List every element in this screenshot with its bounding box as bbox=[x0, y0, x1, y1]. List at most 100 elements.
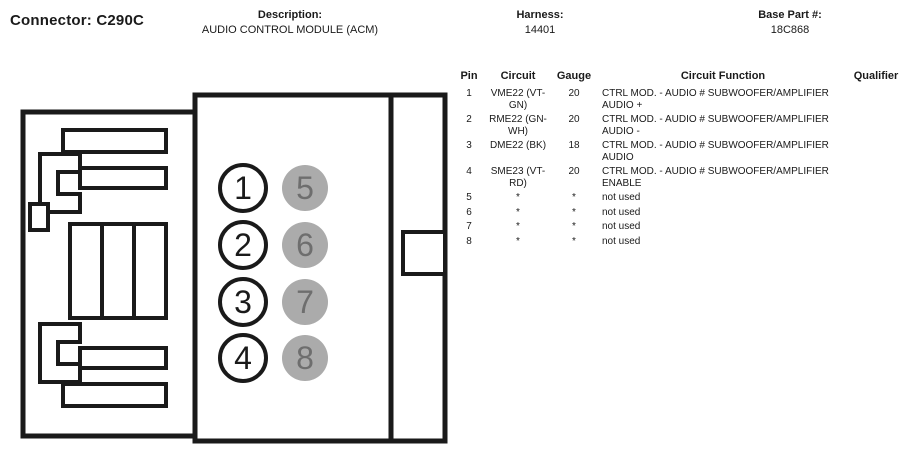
pin-cell: 1 bbox=[466, 88, 472, 99]
harness-value: 14401 bbox=[524, 24, 556, 36]
base-part-block: Base Part #: 18C868 bbox=[715, 9, 865, 36]
pin-6-circle bbox=[282, 222, 328, 268]
pinout-table: Pin Circuit Gauge Circuit Function Quali… bbox=[452, 70, 910, 250]
circuit-cell: RME22 (GN-WH) bbox=[489, 114, 547, 137]
pin-6: 6 bbox=[282, 222, 328, 268]
pin-cell: 8 bbox=[466, 235, 472, 247]
pin-5-number: 5 bbox=[296, 170, 314, 206]
housing-right-notch bbox=[401, 230, 447, 276]
table-row: 5 * * not used bbox=[452, 192, 910, 204]
pin-8-number: 8 bbox=[296, 340, 314, 376]
pin-1-number: 1 bbox=[234, 170, 252, 206]
gauge-cell: * bbox=[572, 206, 576, 218]
header-pin: Pin bbox=[460, 70, 478, 82]
latch-upper-bracket bbox=[38, 152, 82, 214]
function-cell: not used bbox=[602, 235, 641, 247]
pin-5: 5 bbox=[282, 165, 328, 211]
pin-1: 1 bbox=[218, 163, 268, 213]
description-label: Description: bbox=[257, 9, 323, 21]
header-qualifier: Qualifier bbox=[853, 70, 899, 82]
pin-3: 3 bbox=[218, 277, 268, 327]
qualifier-cell bbox=[848, 114, 904, 137]
housing-main-outline bbox=[192, 92, 394, 444]
qualifier-cell bbox=[848, 236, 904, 248]
table-row: 1 VME22 (VT-GN) 20 CTRL MOD. - AUDIO # SUBW… bbox=[452, 88, 910, 111]
pin-7-number: 7 bbox=[296, 284, 314, 320]
function-cell: CTRL MOD. - AUDIO # SUBWOOFER/AMPLIFIER … bbox=[602, 88, 829, 111]
pin-6-number: 6 bbox=[296, 227, 314, 263]
table-row: 7 * * not used bbox=[452, 221, 910, 233]
table-row: 2 RME22 (GN-WH) 20 CTRL MOD. - AUDIO # SUBW… bbox=[452, 114, 910, 137]
pin-2-circle bbox=[218, 220, 268, 270]
function-cell: CTRL MOD. - AUDIO # SUBWOOFER/AMPLIFIER … bbox=[602, 166, 829, 189]
function-cell: CTRL MOD. - AUDIO # SUBWOOFER/AMPLIFIER … bbox=[602, 114, 829, 137]
latch-lower-bar bbox=[78, 346, 168, 370]
gauge-cell: 20 bbox=[568, 166, 580, 177]
qualifier-cell bbox=[848, 221, 904, 233]
pin-2-number: 2 bbox=[234, 227, 252, 263]
connector-title: Connector: C290C bbox=[10, 12, 145, 29]
base-part-value: 18C868 bbox=[770, 24, 810, 36]
connector-diagram: 1 2 3 4 5 6 7 8 bbox=[20, 92, 448, 444]
function-cell: not used bbox=[602, 192, 641, 203]
pin-cell: 5 bbox=[466, 192, 472, 203]
gauge-cell: 20 bbox=[568, 114, 580, 125]
latch-comb bbox=[68, 222, 168, 320]
header-circuit: Circuit bbox=[500, 70, 536, 82]
latch-upper-bar bbox=[78, 166, 168, 190]
latch-left-tab bbox=[28, 202, 50, 232]
qualifier-cell bbox=[848, 88, 904, 111]
qualifier-cell bbox=[848, 166, 904, 189]
circuit-cell: DME22 (BK) bbox=[489, 140, 547, 151]
circuit-cell: * bbox=[516, 221, 520, 232]
pin-8-circle bbox=[282, 335, 328, 381]
latch-lower-bracket bbox=[38, 322, 82, 384]
table-row: 3 DME22 (BK) 18 CTRL MOD. - AUDIO # SUBWOOF… bbox=[452, 140, 910, 163]
harness-block: Harness: 14401 bbox=[475, 9, 605, 36]
pin-7: 7 bbox=[282, 279, 328, 325]
table-row: 8**not used bbox=[452, 236, 910, 248]
gauge-cell: * bbox=[572, 221, 576, 232]
table-row: 4 SME23 (VT-RD) 20 CTRL MOD. - AUDIO # SUBW… bbox=[452, 166, 910, 189]
function-cell: not used bbox=[602, 221, 641, 232]
pin-4-number: 4 bbox=[234, 340, 252, 376]
gauge-cell: 20 bbox=[568, 88, 580, 99]
pin-4-circle bbox=[218, 333, 268, 383]
description-value: AUDIO CONTROL MODULE (ACM) bbox=[201, 24, 379, 36]
table-header-row: Pin Circuit Gauge Circuit Function Quali… bbox=[452, 70, 910, 82]
qualifier-cell bbox=[848, 207, 904, 219]
base-part-label: Base Part #: bbox=[758, 9, 822, 21]
circuit-cell: * bbox=[516, 206, 520, 218]
harness-label: Harness: bbox=[516, 9, 564, 21]
pin-5-circle bbox=[282, 165, 328, 211]
gauge-cell: * bbox=[572, 192, 576, 203]
function-cell: not used bbox=[602, 206, 641, 218]
pin-8: 8 bbox=[282, 335, 328, 381]
pin-cell: 3 bbox=[466, 140, 472, 151]
circuit-cell: VME22 (VT-GN) bbox=[490, 88, 546, 111]
gauge-cell: 18 bbox=[568, 140, 580, 151]
table-row: 6 * * not used bbox=[452, 207, 910, 219]
pin-cell: 7 bbox=[466, 221, 472, 232]
pin-cell: 2 bbox=[466, 114, 472, 125]
circuit-cell: * bbox=[516, 192, 520, 203]
description-block: Description: AUDIO CONTROL MODULE (ACM) bbox=[175, 9, 405, 36]
function-cell: CTRL MOD. - AUDIO # SUBWOOFER/AMPLIFIER … bbox=[602, 140, 829, 163]
qualifier-cell bbox=[848, 192, 904, 204]
pin-7-circle bbox=[282, 279, 328, 325]
pin-2: 2 bbox=[218, 220, 268, 270]
latch-bottom-bar bbox=[61, 382, 168, 408]
header-gauge: Gauge bbox=[556, 70, 592, 82]
pin-3-number: 3 bbox=[234, 284, 252, 320]
pin-cell: 4 bbox=[466, 166, 472, 177]
pin-3-circle bbox=[218, 277, 268, 327]
header-circuit-function: Circuit Function bbox=[680, 70, 766, 82]
qualifier-cell bbox=[848, 140, 904, 163]
latch-top-bar bbox=[61, 128, 168, 154]
gauge-cell: * bbox=[572, 235, 576, 247]
pin-4: 4 bbox=[218, 333, 268, 383]
circuit-cell: SME23 (VT-RD) bbox=[490, 166, 546, 189]
pin-cell: 6 bbox=[466, 206, 472, 218]
